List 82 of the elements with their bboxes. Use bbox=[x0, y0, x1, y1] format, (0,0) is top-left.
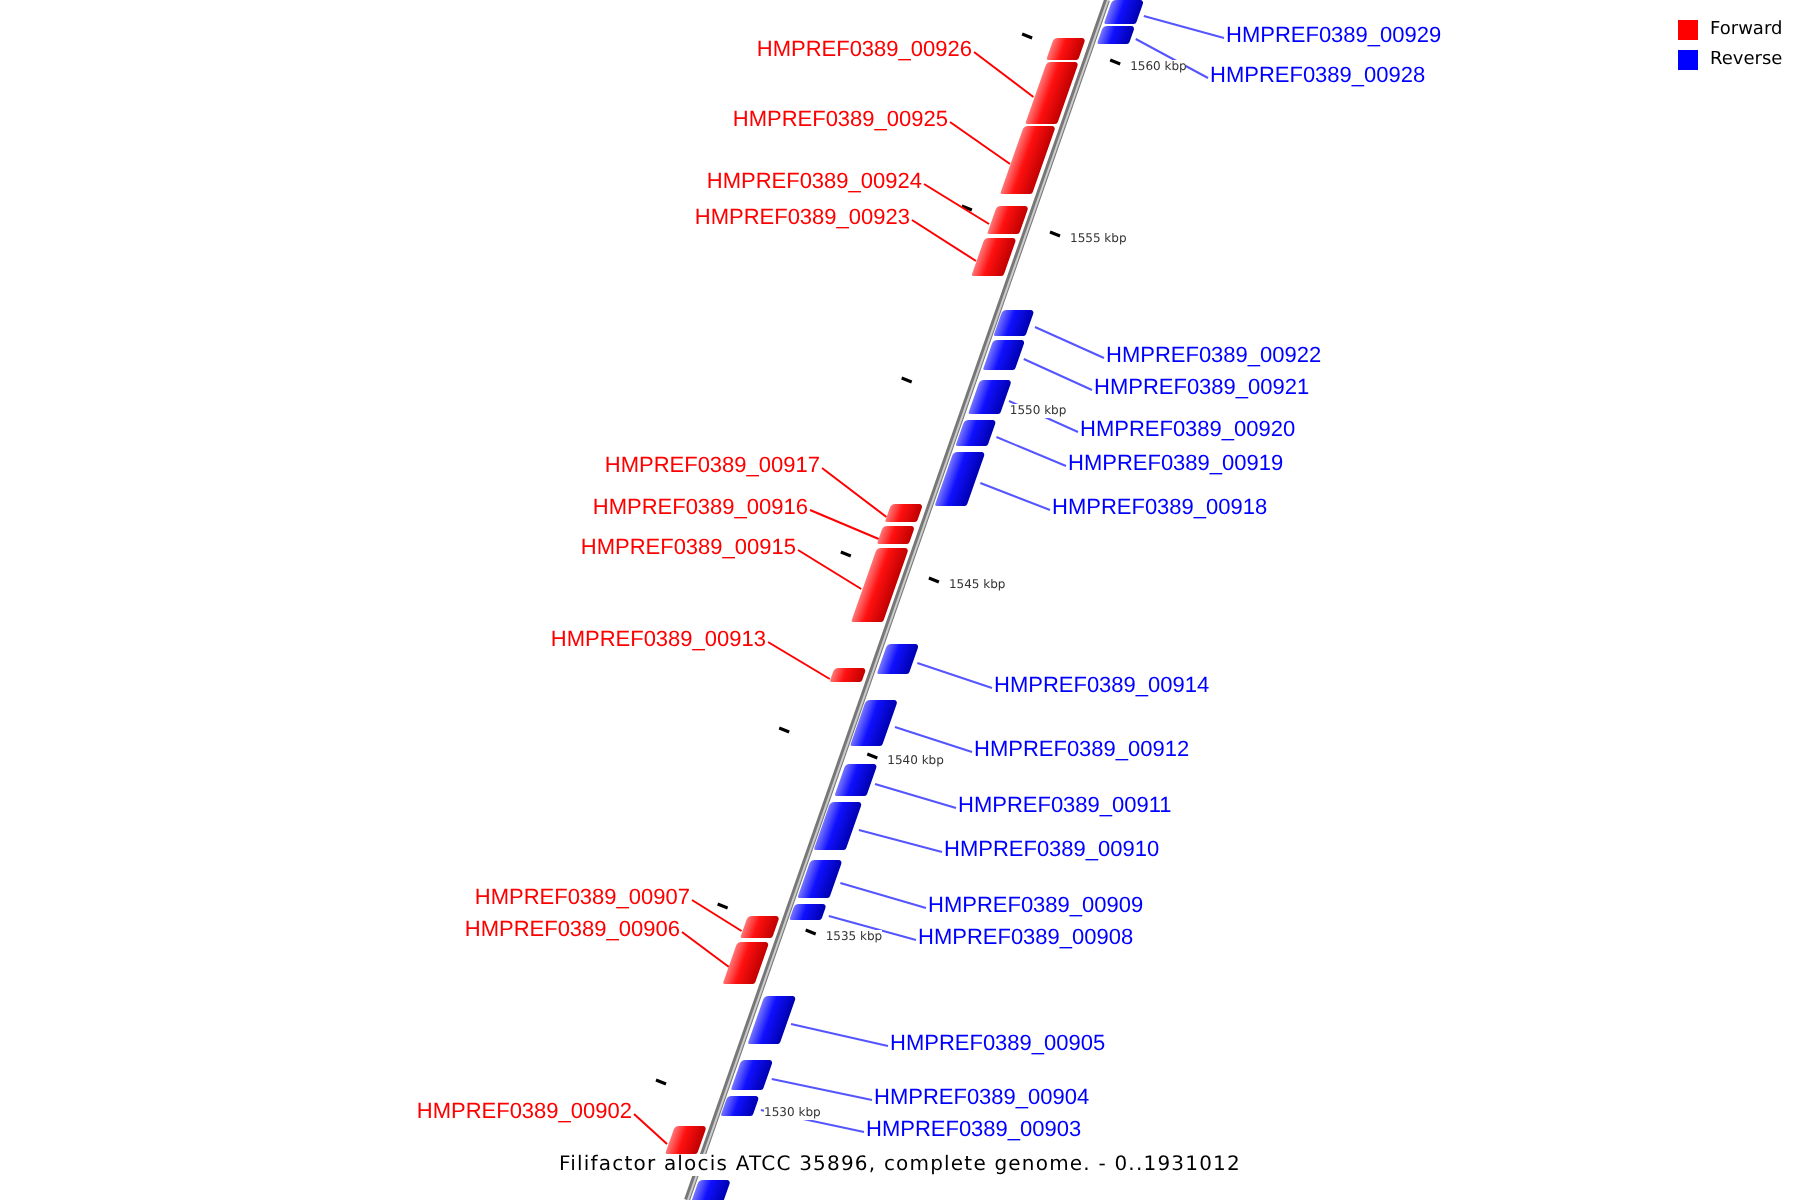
forward-gene-block bbox=[877, 526, 916, 544]
gene-label: HMPREF0389_00919 bbox=[1068, 450, 1284, 478]
gene-label: HMPREF0389_00905 bbox=[890, 1030, 1106, 1058]
leader-line bbox=[973, 51, 1035, 98]
gene-label: HMPREF0389_00917 bbox=[604, 452, 820, 480]
gene-label: HMPREF0389_00903 bbox=[866, 1116, 1082, 1144]
gene-label: HMPREF0389_00904 bbox=[874, 1084, 1090, 1112]
reverse-gene-block bbox=[790, 904, 828, 920]
leader-line bbox=[916, 662, 993, 689]
gene-label: HMPREF0389_00911 bbox=[958, 792, 1172, 820]
leader-line bbox=[893, 726, 973, 753]
leader-line bbox=[691, 899, 743, 932]
forward-gene-block bbox=[739, 916, 780, 938]
leader-line bbox=[821, 467, 888, 518]
forward-gene-block bbox=[850, 548, 909, 622]
legend-label: Forward bbox=[1710, 18, 1783, 42]
reverse-gene-block bbox=[1103, 0, 1144, 24]
leader-line bbox=[770, 1078, 873, 1101]
gene-label: HMPREF0389_00923 bbox=[694, 204, 910, 232]
forward-gene-block bbox=[1024, 62, 1079, 124]
caption: Filifactor alocis ATCC 35896, complete genome. - 0..1931012 bbox=[559, 1154, 1241, 1176]
gene-label: HMPREF0389_00922 bbox=[1106, 342, 1322, 370]
gene-label: HMPREF0389_00913 bbox=[550, 626, 766, 654]
reverse-gene-block bbox=[934, 452, 986, 506]
reverse-gene-block bbox=[955, 420, 997, 446]
leader-line bbox=[1142, 15, 1225, 39]
reverse-gene-block bbox=[1096, 26, 1135, 44]
gene-label: HMPREF0389_00906 bbox=[464, 916, 680, 944]
gene-label: HMPREF0389_00928 bbox=[1210, 62, 1426, 90]
leader-line bbox=[911, 219, 978, 262]
gene-label: HMPREF0389_00915 bbox=[580, 534, 796, 562]
gene-label: HMPREF0389_00920 bbox=[1080, 416, 1296, 444]
leader-line bbox=[809, 509, 880, 540]
leader-line bbox=[839, 882, 927, 909]
reverse-gene-block bbox=[730, 1060, 773, 1090]
reverse-gene-block bbox=[994, 310, 1036, 336]
reverse-gene-block bbox=[982, 340, 1025, 370]
legend-label: Reverse bbox=[1710, 48, 1783, 72]
forward-gene-block bbox=[1000, 126, 1056, 194]
forward-gene-block bbox=[829, 668, 867, 682]
gene-label: HMPREF0389_00916 bbox=[592, 494, 808, 522]
reverse-gene-block bbox=[797, 860, 843, 898]
gene-label: HMPREF0389_00926 bbox=[756, 36, 972, 64]
leader-line bbox=[681, 931, 730, 968]
reverse-gene-block bbox=[833, 764, 877, 796]
forward-gene-block bbox=[971, 238, 1017, 276]
gene-label: HMPREF0389_00912 bbox=[974, 736, 1190, 764]
leader-line bbox=[790, 1023, 889, 1047]
gene-label: HMPREF0389_00918 bbox=[1052, 494, 1268, 522]
reverse-gene-block bbox=[721, 1096, 761, 1116]
leader-line bbox=[995, 436, 1067, 467]
gene-label: HMPREF0389_00924 bbox=[706, 168, 922, 196]
leader-line bbox=[1022, 358, 1093, 391]
leader-line bbox=[1033, 326, 1105, 359]
leader-line bbox=[857, 829, 943, 853]
leader-line bbox=[633, 1113, 668, 1145]
gene-label: HMPREF0389_00914 bbox=[994, 672, 1210, 700]
forward-gene-block bbox=[664, 1126, 706, 1154]
gene-label: HMPREF0389_00925 bbox=[732, 106, 948, 134]
gene-label: HMPREF0389_00921 bbox=[1094, 374, 1310, 402]
reverse-gene-block bbox=[814, 802, 864, 850]
forward-gene-block bbox=[885, 504, 924, 522]
gene-label: HMPREF0389_00907 bbox=[474, 884, 690, 912]
leader-line bbox=[874, 783, 957, 809]
leader-line bbox=[827, 915, 917, 941]
leader-line bbox=[1134, 38, 1209, 79]
gene-label: HMPREF0389_00902 bbox=[416, 1098, 632, 1126]
reverse-gene-block bbox=[876, 644, 919, 674]
forward-gene-block bbox=[1047, 38, 1087, 60]
forward-gene-block bbox=[986, 206, 1028, 234]
reverse-gene-block bbox=[746, 996, 796, 1044]
leader-line bbox=[949, 121, 1011, 165]
reverse-gene-block bbox=[967, 380, 1011, 414]
leader-line bbox=[767, 641, 831, 680]
gene-label: HMPREF0389_00929 bbox=[1226, 22, 1442, 50]
leader-line bbox=[923, 183, 990, 225]
leader-line bbox=[979, 482, 1051, 511]
forward-gene-block bbox=[723, 942, 771, 984]
gene-label: HMPREF0389_00909 bbox=[928, 892, 1144, 920]
leader-line bbox=[797, 549, 863, 590]
gene-label: HMPREF0389_00908 bbox=[918, 924, 1134, 952]
gene-label: HMPREF0389_00910 bbox=[944, 836, 1160, 864]
